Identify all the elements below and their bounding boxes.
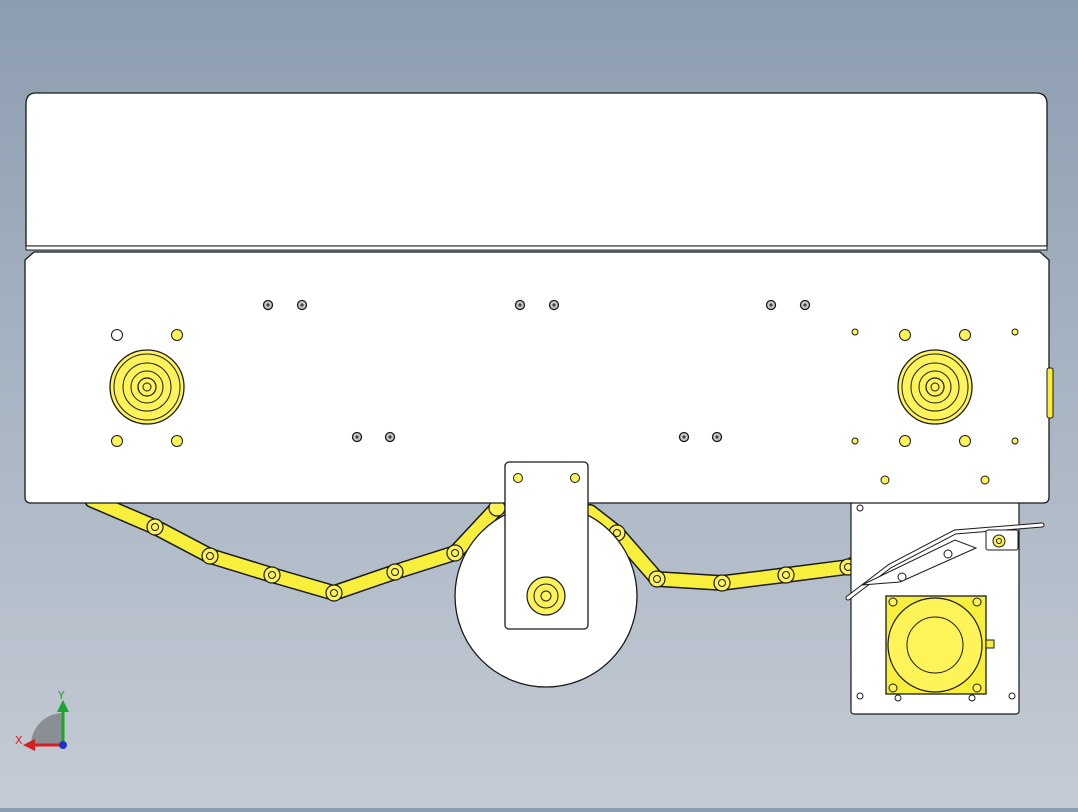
chain-pin [325,584,343,602]
side-frame-plate[interactable] [24,251,1054,504]
tensioner-bracket[interactable] [504,461,589,630]
orientation-triad[interactable]: X Y [15,689,69,751]
cover-panel[interactable] [25,92,1048,251]
z-axis-dot-icon [59,741,67,749]
guide-rail[interactable] [845,522,1045,601]
drive-sprocket-left[interactable] [109,349,185,425]
drive-sprocket-right[interactable] [897,349,973,425]
x-axis-label: X [15,734,23,747]
chain-pin [201,547,219,565]
chain-pin [263,566,281,584]
chain-pin [386,563,404,581]
chain-pin [648,570,666,588]
chain-pin [777,566,795,584]
chain-pin [446,544,464,562]
motor-mount-plate[interactable] [845,497,1045,715]
chain-pin [146,518,164,536]
chain-pin [713,574,731,592]
y-axis-label: Y [57,689,65,702]
motor-flange[interactable] [885,595,995,702]
